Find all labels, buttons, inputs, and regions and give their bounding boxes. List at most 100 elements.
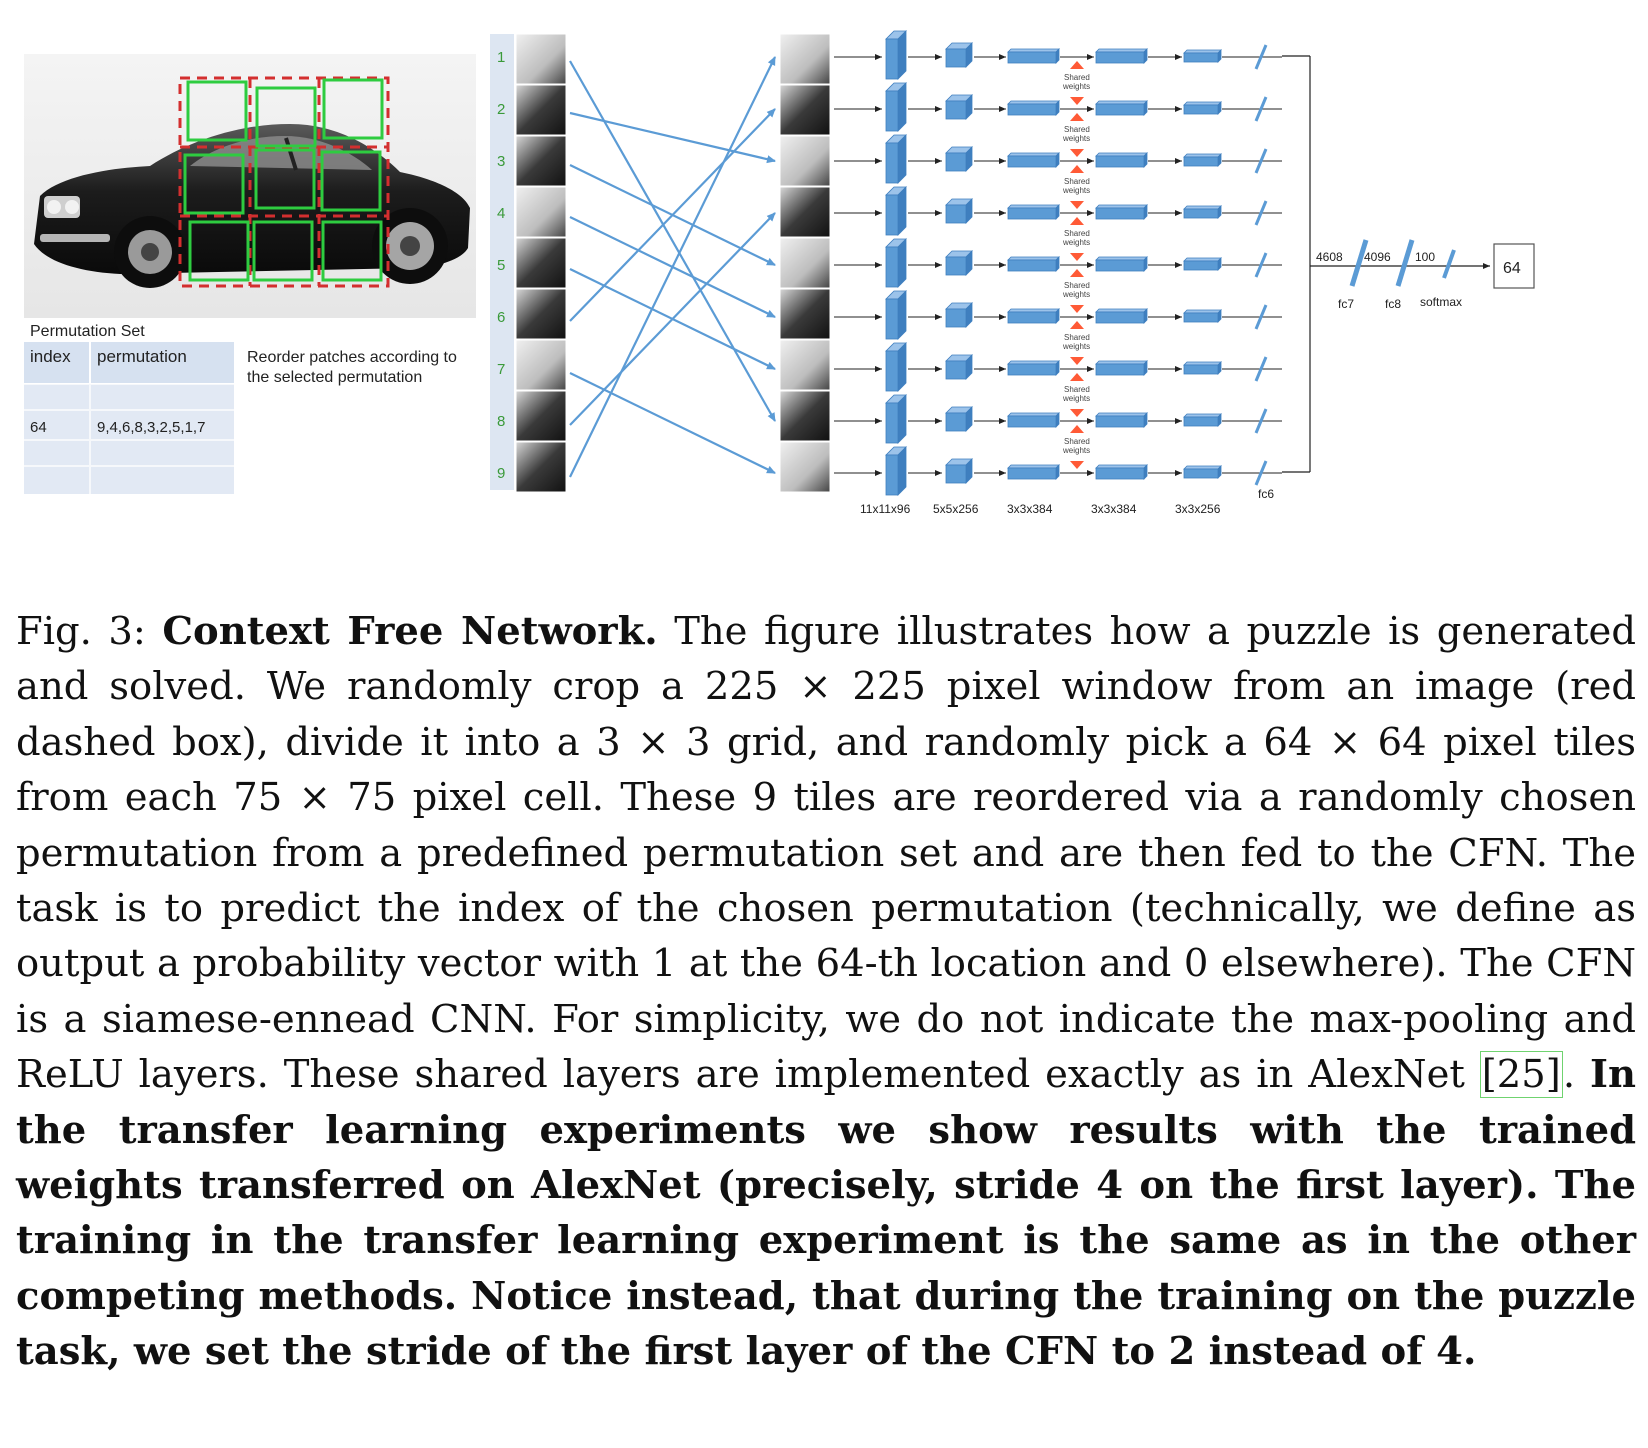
fc6-bar	[1254, 252, 1268, 278]
layer-label-conv2: 5x5x256	[933, 502, 979, 516]
perm-arrow-7-to-9	[569, 372, 776, 474]
reordered-tile-4	[779, 186, 831, 238]
reordered-tile-1	[779, 33, 831, 85]
figure-caption: Fig. 3: Context Free Network. The figure…	[16, 604, 1636, 1380]
reordered-tile-6	[779, 288, 831, 340]
fc6-label: fc6	[1258, 487, 1274, 501]
shared-weights-label: Shared	[1064, 229, 1090, 238]
perm-arrow-6-to-2	[569, 108, 776, 322]
conv2-block	[945, 302, 973, 328]
input-tile-7	[515, 339, 567, 391]
shared-arrow-up	[1070, 165, 1084, 173]
permutation-table: index permutation 64 9,4,6,8,3,2,5,1,7	[24, 342, 234, 494]
fc-size-100: 100	[1415, 250, 1435, 264]
shared-weights-label-2: weights	[1062, 290, 1090, 299]
conv2-block	[945, 94, 973, 120]
input-tile-3	[515, 135, 567, 187]
citation-link[interactable]: [25]	[1479, 1051, 1563, 1099]
fc6-bar	[1254, 408, 1268, 434]
shared-weights-label-2: weights	[1062, 446, 1090, 455]
shared-arrow-up	[1070, 113, 1084, 121]
input-tile-9	[515, 441, 567, 493]
input-tile-8	[515, 390, 567, 442]
fc8-label: fc8	[1385, 297, 1401, 311]
shared-weights-label-2: weights	[1062, 238, 1090, 247]
caption-bold-body: In the transfer learning experiments we …	[16, 1052, 1637, 1375]
conv1-block	[885, 290, 907, 340]
conv5-block	[1183, 361, 1222, 375]
reordered-tile-8	[779, 390, 831, 442]
conv4-block	[1095, 204, 1148, 220]
conv3-block	[1007, 308, 1060, 324]
conv1-block	[885, 394, 907, 444]
conv2-block	[945, 198, 973, 224]
conv4-block	[1095, 412, 1148, 428]
shared-arrow-down	[1070, 201, 1084, 209]
fc-head: 4608 4096 100 fc7 fc8 softmax 64	[1282, 55, 1535, 473]
fc8-bar	[1395, 239, 1415, 287]
fc7-label: fc7	[1338, 297, 1354, 311]
shared-arrow-up	[1070, 373, 1084, 381]
tile-number-5: 5	[497, 257, 505, 274]
tile-number-3: 3	[497, 153, 505, 170]
input-tile-4	[515, 186, 567, 238]
conv5-block	[1183, 205, 1222, 219]
tile-number-4: 4	[497, 205, 505, 222]
permutation-arrows	[569, 56, 776, 478]
conv4-block	[1095, 256, 1148, 272]
conv5-block	[1183, 257, 1222, 271]
shared-weights-label-2: weights	[1062, 394, 1090, 403]
caption-label: Fig. 3:	[16, 609, 146, 654]
conv5-block	[1183, 465, 1222, 479]
cfn-figure: Permutation Set index permutation 64 9,4…	[24, 30, 1535, 516]
shared-weights-label: Shared	[1064, 73, 1090, 82]
conv5-block	[1183, 49, 1222, 63]
table-header-index: index	[30, 347, 71, 366]
shared-weights-label: Shared	[1064, 125, 1090, 134]
reordered-tile-9	[779, 441, 831, 493]
tile-boxes	[183, 78, 384, 282]
crop-box	[178, 76, 390, 288]
car-photo	[24, 54, 476, 318]
output-value: 64	[1503, 260, 1521, 277]
conv4-block	[1095, 360, 1148, 376]
shared-arrow-down	[1070, 357, 1084, 365]
conv2-block	[945, 458, 973, 484]
conv3-block	[1007, 412, 1060, 428]
reorder-note-line2: the selected permutation	[247, 369, 422, 386]
conv3-block	[1007, 100, 1060, 116]
conv3-block	[1007, 152, 1060, 168]
reordered-tile-2	[779, 84, 831, 136]
softmax-label: softmax	[1420, 295, 1462, 309]
table-cell-index: 64	[30, 419, 47, 436]
fc6-bar	[1254, 44, 1268, 70]
conv4-block	[1095, 464, 1148, 480]
conv1-block	[885, 342, 907, 392]
conv4-block	[1095, 152, 1148, 168]
tile-number-9: 9	[497, 465, 505, 482]
shared-arrow-down	[1070, 97, 1084, 105]
shared-arrow-down	[1070, 149, 1084, 157]
conv2-block	[945, 250, 973, 276]
tile-number-1: 1	[497, 49, 505, 66]
fc6-bar	[1254, 304, 1268, 330]
reordered-tile-5	[779, 237, 831, 289]
conv5-block	[1183, 413, 1222, 427]
caption-body: The figure illustrates how a puzzle is g…	[16, 609, 1636, 1098]
shared-arrow-down	[1070, 409, 1084, 417]
fc6-bar	[1254, 200, 1268, 226]
layer-label-conv4: 3x3x384	[1091, 502, 1137, 516]
conv3-block	[1007, 256, 1060, 272]
softmax-bar	[1442, 249, 1456, 279]
layer-label-conv1: 11x11x96	[860, 502, 911, 516]
shared-weights-label: Shared	[1064, 437, 1090, 446]
input-tile-1	[515, 33, 567, 85]
shared-weights-label: Shared	[1064, 333, 1090, 342]
conv1-block	[885, 238, 907, 288]
shared-arrow-up	[1070, 217, 1084, 225]
caption-title: Context Free Network.	[162, 609, 658, 654]
